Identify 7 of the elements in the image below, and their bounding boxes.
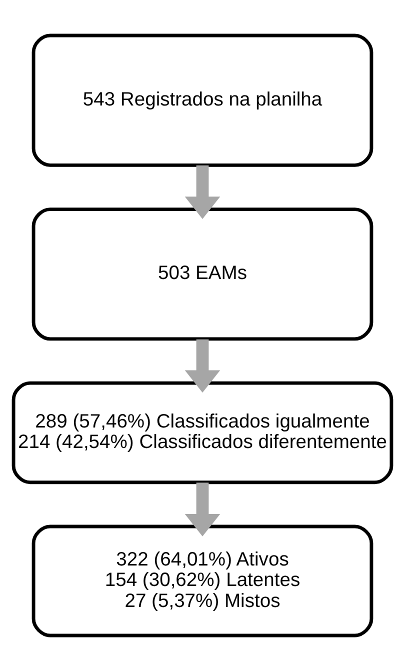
node-box: 543 Registrados na planilha	[32, 33, 374, 166]
node-box: 322 (64,01%) Ativos 154 (30,62%) Latentes 27 (5,37%) Mistos	[32, 524, 374, 637]
arrow	[184, 164, 220, 219]
arrow	[184, 338, 220, 392]
node-box: 503 EAMs	[32, 207, 374, 340]
arrow	[184, 482, 220, 536]
node-box: 289 (57,46%) Classificados igualmente 214 (42,54%) Classificados diferentemente	[12, 380, 394, 484]
